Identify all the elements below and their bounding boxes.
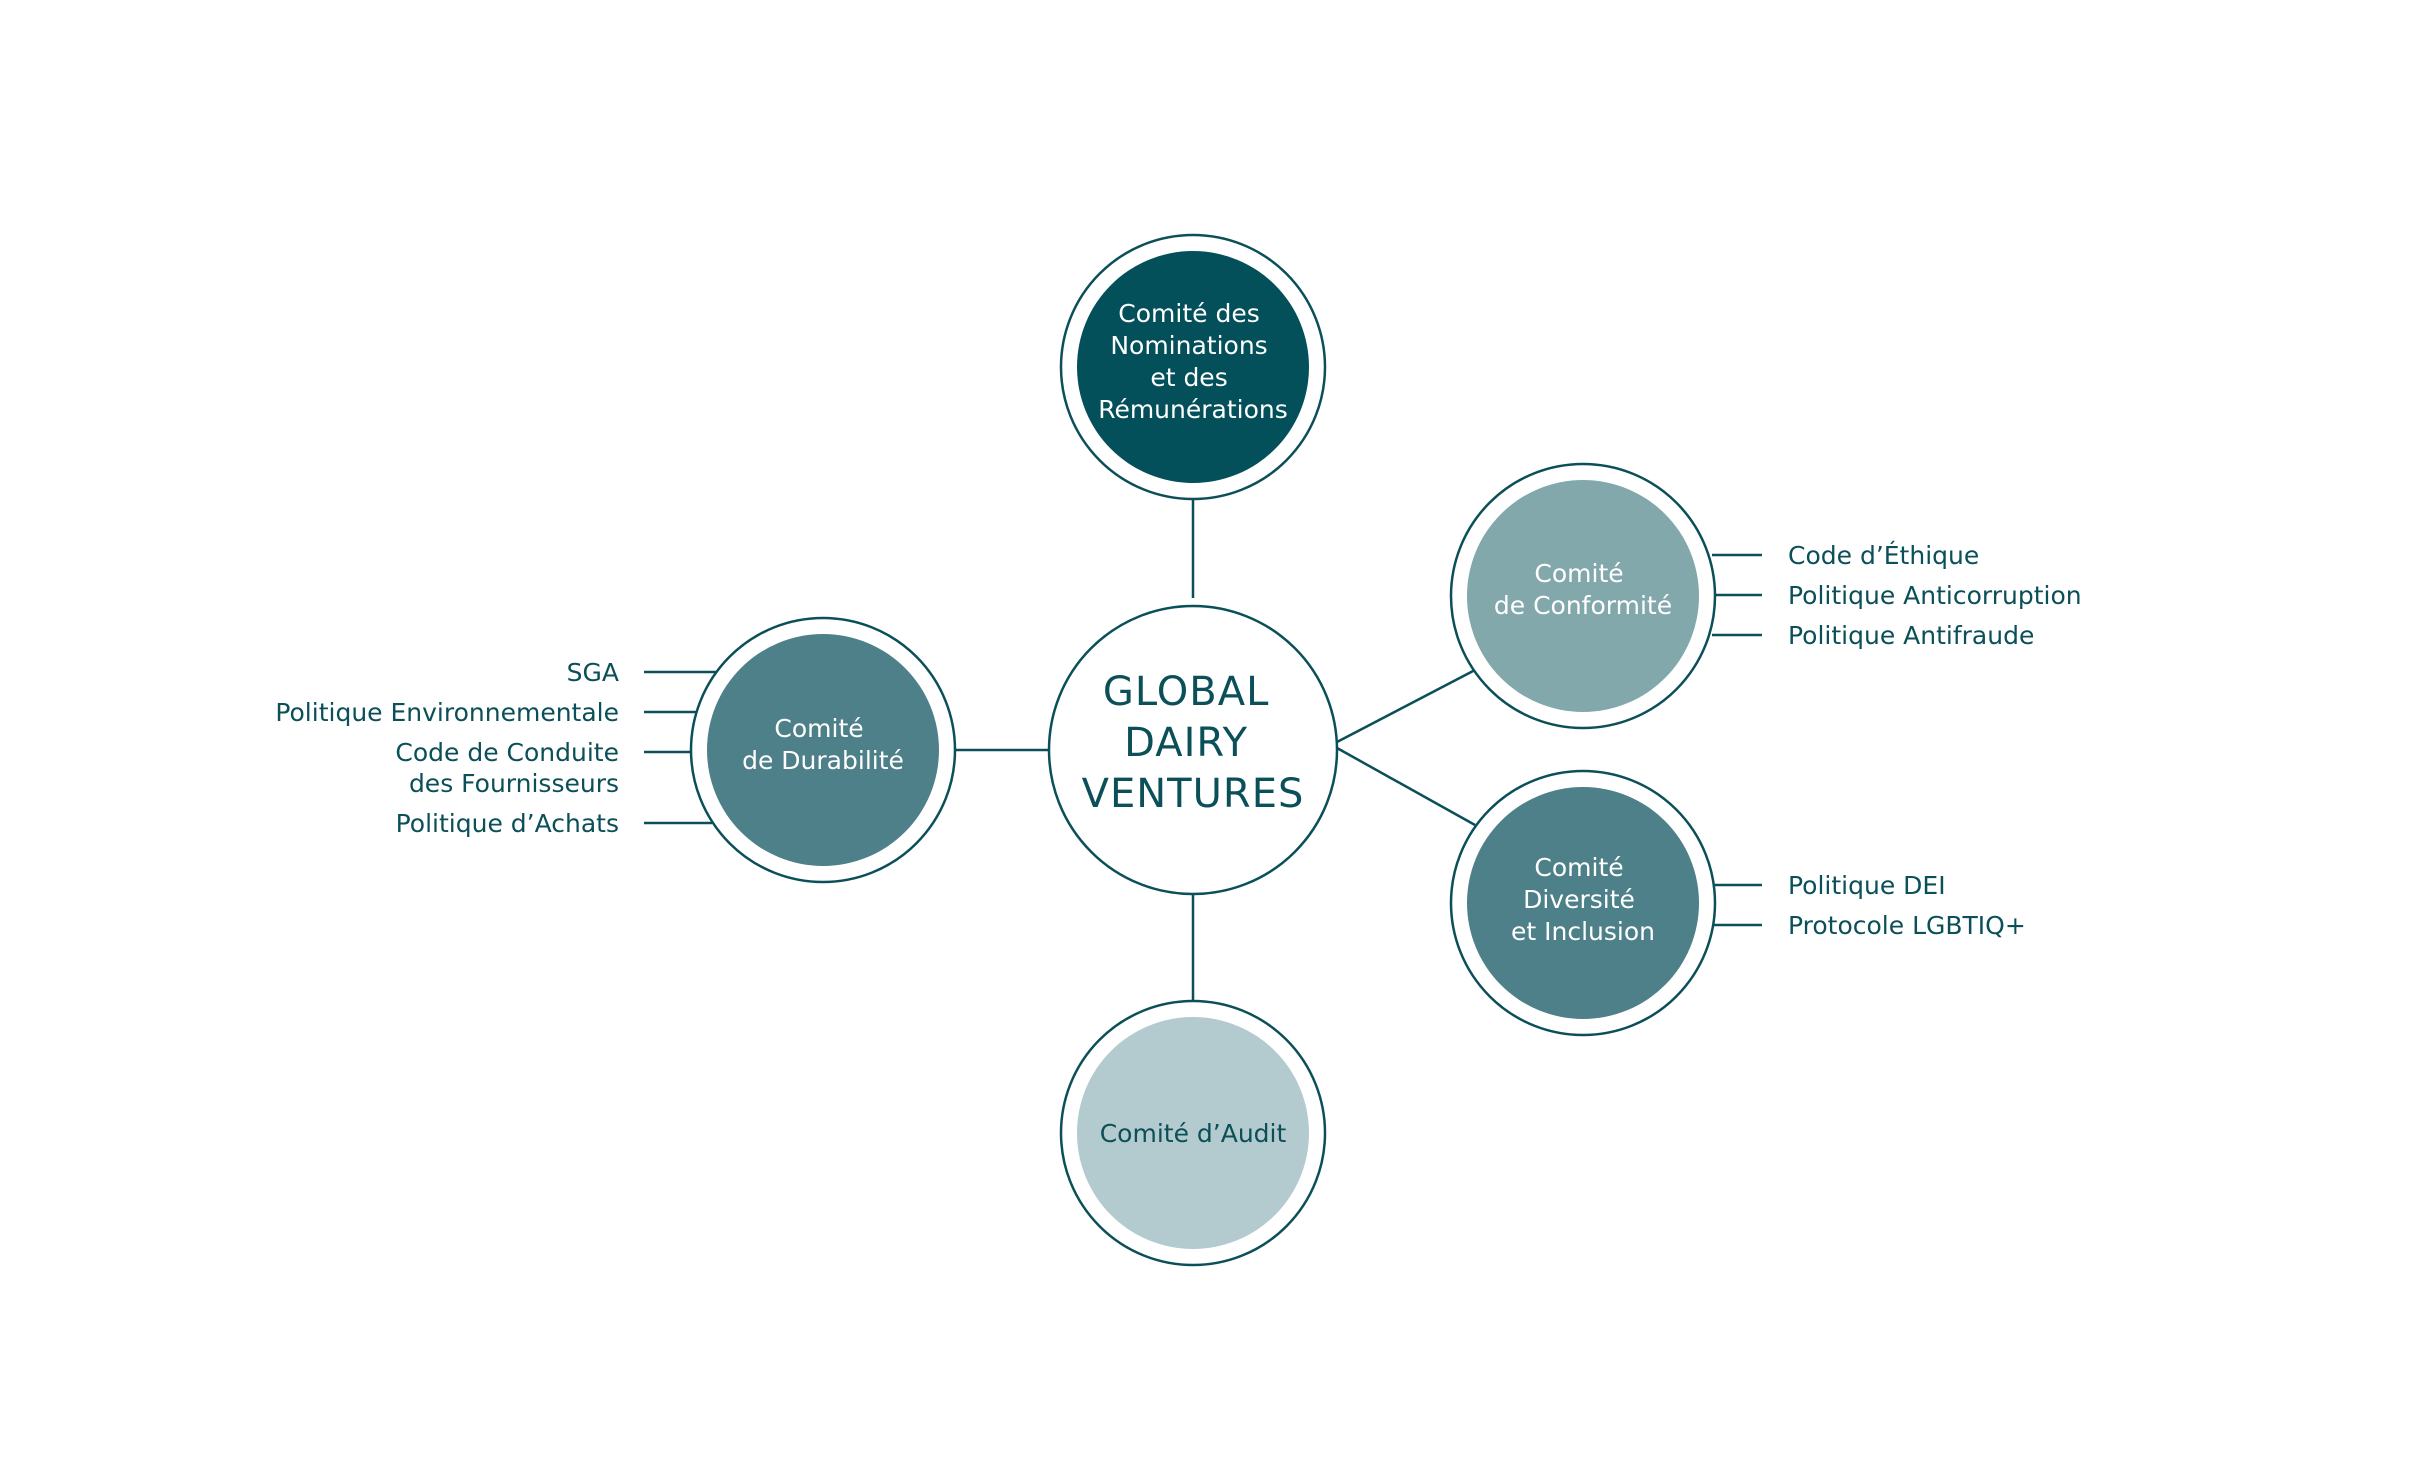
durabilite-item: Code de Conduite	[395, 738, 619, 767]
connector-diversite	[1336, 746, 1476, 827]
center-node: GLOBAL DAIRY VENTURES	[1047, 604, 1339, 896]
committee-nominations: Comité des Nominations et des Rémunérati…	[1059, 233, 1327, 501]
conformite-item: Politique Anticorruption	[1788, 581, 2082, 610]
conformite-item: Code d’Éthique	[1788, 541, 1979, 570]
durabilite-label: Comité de Durabilité	[742, 714, 904, 775]
durabilite-item: SGA	[567, 658, 619, 687]
diversite-item: Politique DEI	[1788, 871, 1946, 900]
conformite-item: Politique Antifraude	[1788, 621, 2034, 650]
committee-audit: Comité d’Audit	[1059, 999, 1327, 1267]
nominations-label: Comité des Nominations et des Rémunérati…	[1098, 299, 1288, 424]
committee-diversite: Comité Diversité et Inclusion Politique …	[1449, 769, 2026, 1037]
audit-label: Comité d’Audit	[1100, 1119, 1287, 1148]
durabilite-item: des Fournisseurs	[409, 769, 619, 798]
conformite-label: Comité de Conformité	[1494, 559, 1672, 620]
durabilite-item: Politique Environnementale	[275, 698, 619, 727]
connectors	[644, 499, 1762, 1001]
committee-conformite: Comité de Conformité Code d’Éthique Poli…	[1449, 462, 2082, 730]
center-title: GLOBAL DAIRY VENTURES	[1082, 669, 1305, 817]
diversite-label: Comité Diversité et Inclusion	[1511, 853, 1655, 946]
durabilite-item: Politique d’Achats	[396, 809, 619, 838]
committee-durabilite: Comité de Durabilité SGA Politique Envir…	[275, 616, 957, 884]
diversite-item: Protocole LGBTIQ+	[1788, 911, 2026, 940]
connector-conformite	[1336, 668, 1476, 744]
nominations-fill	[1077, 251, 1309, 483]
